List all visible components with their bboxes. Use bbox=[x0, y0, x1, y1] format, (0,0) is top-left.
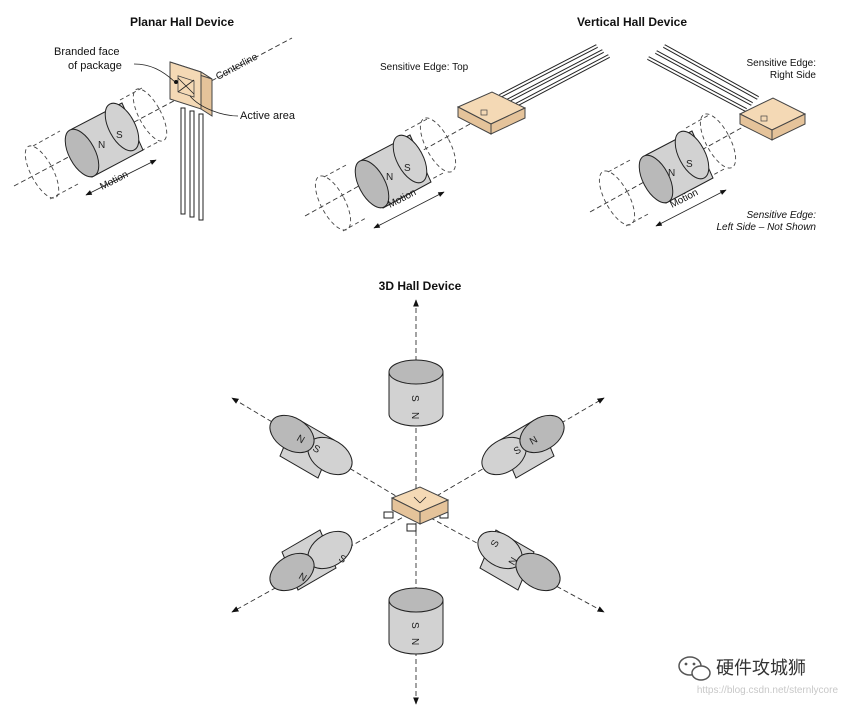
branded-face-label-line1: Branded face bbox=[54, 46, 119, 58]
sensitive-edge-right-label-line1: Sensitive Edge: bbox=[747, 58, 817, 69]
sensitive-edge-right-label-line2: Right Side bbox=[770, 70, 817, 81]
vertical-right-pole-n: N bbox=[668, 168, 675, 179]
planar-motion-label: Motion bbox=[98, 169, 130, 192]
three-d-hall-panel: 3D Hall Device S N S N N S bbox=[231, 279, 605, 705]
branded-face-leader bbox=[133, 63, 176, 83]
planar-pole-s: S bbox=[116, 130, 123, 141]
magnet-top-pole-s: S bbox=[409, 395, 420, 402]
centerline-label: Centerline bbox=[214, 51, 260, 82]
branded-face-label-line2: of package bbox=[68, 60, 122, 72]
magnet-lower-left-pole-s: S bbox=[337, 553, 349, 566]
magnet-upper-left-pole-n: N bbox=[295, 433, 307, 446]
magnet-upper-left: N S bbox=[269, 414, 353, 479]
magnet-upper-left-pole-s: S bbox=[311, 443, 323, 456]
magnet-bottom-pole-s: S bbox=[409, 622, 420, 629]
planar-hall-panel: Planar Hall Device Centerline N S Motion bbox=[13, 15, 296, 221]
vertical-title: Vertical Hall Device bbox=[577, 15, 687, 29]
planar-pole-n: N bbox=[98, 140, 105, 151]
watermark: 硬件攻城狮 https://blog.csdn.net/sternlycore bbox=[678, 656, 839, 696]
wechat-icon bbox=[678, 656, 711, 681]
vertical-left-figure: Sensitive Edge: Top N bbox=[304, 44, 610, 232]
magnet-lower-right-pole-s: S bbox=[489, 538, 502, 550]
magnet-bottom-pole-n: N bbox=[409, 638, 420, 645]
sensitive-edge-top-label: Sensitive Edge: Top bbox=[380, 62, 469, 73]
magnet-top-pole-n: N bbox=[409, 412, 420, 419]
planar-magnet: N S bbox=[64, 102, 144, 178]
watermark-url: https://blog.csdn.net/sternlycore bbox=[697, 685, 839, 696]
vertical-right-pole-s: S bbox=[686, 159, 693, 170]
watermark-name: 硬件攻城狮 bbox=[716, 658, 806, 679]
three-d-chip bbox=[383, 486, 450, 532]
magnet-lower-right-pole-n: N bbox=[507, 556, 520, 568]
three-d-title: 3D Hall Device bbox=[379, 279, 462, 293]
planar-ghost-left bbox=[24, 130, 79, 200]
magnet-lower-right: S N bbox=[477, 529, 561, 592]
vertical-hall-panel: Vertical Hall Device Sensitive Edge: Top bbox=[304, 15, 817, 233]
active-area-label: Active area bbox=[240, 110, 296, 122]
magnet-lower-left-pole-n: N bbox=[297, 571, 309, 584]
planar-title: Planar Hall Device bbox=[130, 15, 234, 29]
planar-package bbox=[169, 61, 213, 221]
planar-centerline bbox=[13, 37, 293, 187]
planar-ghost-right bbox=[119, 87, 168, 155]
magnet-top: S N bbox=[388, 359, 444, 427]
sensitive-edge-left-label-line1: Sensitive Edge: bbox=[747, 210, 817, 221]
vertical-left-motion-arrow bbox=[373, 191, 445, 229]
magnet-upper-right-pole-s: S bbox=[512, 445, 524, 458]
vertical-left-pole-s: S bbox=[404, 163, 411, 174]
magnet-lower-left: N S bbox=[269, 529, 353, 592]
vertical-right-motion-arrow bbox=[655, 189, 727, 227]
magnet-upper-right-pole-n: N bbox=[528, 434, 540, 447]
vertical-right-figure: Sensitive Edge: Right Side bbox=[589, 44, 817, 233]
vertical-left-pole-n: N bbox=[386, 172, 393, 183]
planar-motion-arrow bbox=[85, 159, 157, 196]
magnet-bottom: S N bbox=[388, 587, 444, 655]
active-area-leader bbox=[189, 95, 239, 117]
sensitive-edge-left-label-line2: Left Side – Not Shown bbox=[716, 222, 816, 233]
magnet-upper-right: S N bbox=[481, 414, 565, 479]
